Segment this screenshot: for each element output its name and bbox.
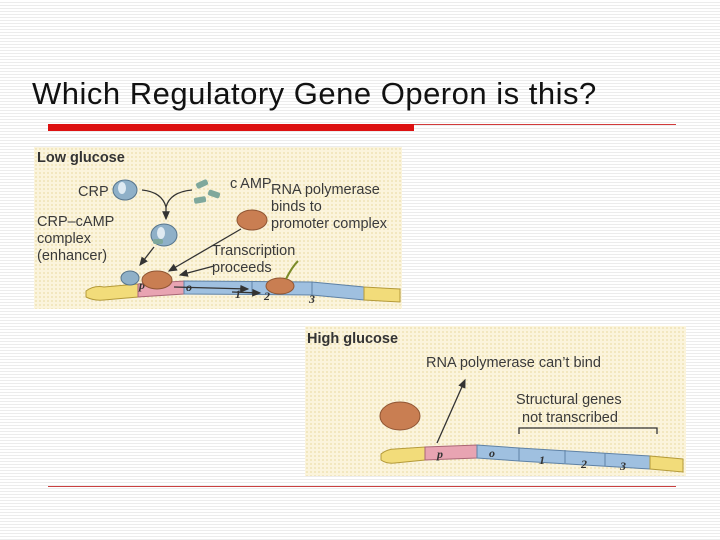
complex-label-line3: (enhancer): [37, 248, 107, 264]
combine-bracket: [142, 190, 192, 207]
genes-label-line1: Structural genes: [516, 392, 622, 408]
low-glucose-heading: Low glucose: [37, 150, 125, 166]
transcribing-polymerase-icon: [266, 278, 294, 294]
transcription-label-arrow: [180, 266, 214, 275]
high-segment-gene-2: 2: [580, 457, 587, 471]
polymerase-label-line3: promoter complex: [271, 216, 388, 232]
camp-molecules-icon: [194, 179, 221, 204]
high-segment-promoter: p: [436, 447, 443, 461]
high-glucose-panel: High glucose RNA polymerase can’t bind S…: [305, 326, 686, 476]
footer-rule: [48, 486, 676, 487]
genes-bracket: [519, 428, 657, 434]
complex-label-line2: complex: [37, 231, 92, 247]
complex-label-line1: CRP–cAMP: [37, 214, 114, 230]
high-dna-strand: [381, 445, 683, 472]
bound-polymerase-icon: [142, 271, 172, 289]
title-underline: [414, 124, 676, 125]
genes-label-line2: not transcribed: [522, 410, 618, 426]
polymerase-label-line2: binds to: [271, 199, 322, 215]
crp-protein-icon: [113, 180, 137, 200]
complex-to-dna-arrow: [140, 247, 154, 265]
crp-label: CRP: [78, 184, 109, 200]
cant-bind-arrow: [437, 380, 465, 443]
high-polymerase-label: RNA polymerase can’t bind: [426, 355, 601, 371]
unbound-polymerase-icon: [380, 402, 420, 430]
title-accent-bar: [48, 124, 414, 131]
low-glucose-diagram: Low glucose CRP CRP–cAMP complex (enhanc…: [34, 147, 402, 309]
polymerase-label-line1: RNA polymerase: [271, 182, 380, 198]
rna-polymerase-icon: [237, 210, 267, 230]
transcription-label-line1: Transcription: [212, 243, 295, 259]
high-glucose-diagram: High glucose RNA polymerase can’t bind S…: [305, 326, 686, 476]
low-glucose-panel: Low glucose CRP CRP–cAMP complex (enhanc…: [34, 147, 402, 309]
high-segment-operator: o: [489, 446, 495, 460]
slide-title: Which Regulatory Gene Operon is this?: [32, 76, 597, 112]
camp-label: c AMP: [230, 176, 272, 192]
high-segment-gene-3: 3: [619, 459, 626, 473]
high-segment-gene-1: 1: [539, 453, 545, 467]
crp-camp-complex-icon: [151, 224, 177, 246]
low-segment-gene-3: 3: [308, 292, 315, 306]
transcription-label-line2: proceeds: [212, 260, 272, 276]
high-glucose-heading: High glucose: [307, 331, 398, 347]
bound-crp-icon: [121, 271, 139, 285]
mrna-strand: [286, 261, 298, 279]
